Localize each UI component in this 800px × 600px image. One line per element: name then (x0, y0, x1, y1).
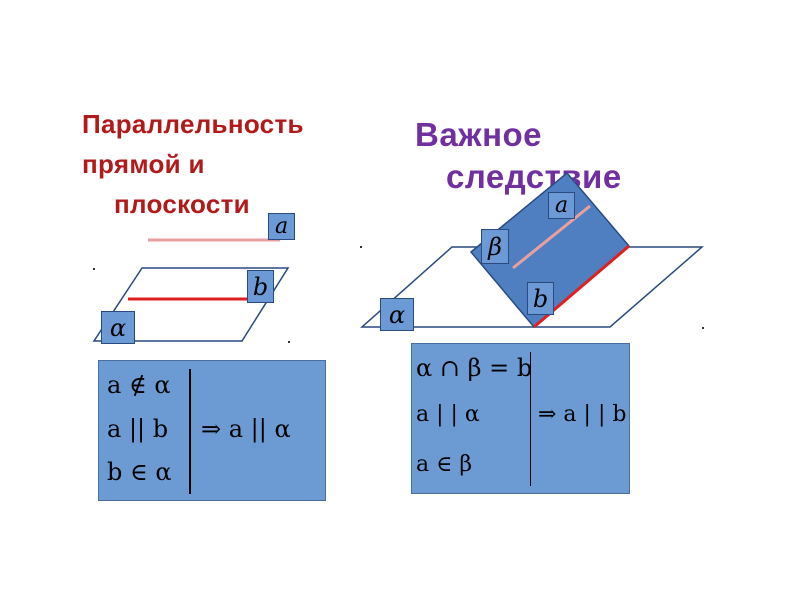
formula-box-left: a ∉ α a || b b ∈ α ⇒ a || α (98, 360, 326, 501)
label-alpha-right: α (380, 298, 414, 331)
formula-left-cond2: a || b (107, 415, 169, 443)
formula-right-cond3: a ∈ β (416, 452, 473, 477)
formula-right-divider (530, 352, 531, 486)
formula-box-right: α ∩ β = b a | | α a ∈ β ⇒ a | | b (411, 343, 630, 494)
left-title-line1: Параллельность (82, 109, 304, 139)
formula-right-cond2: a | | α (416, 402, 480, 427)
dot-marker (288, 341, 290, 343)
right-title: Важное следствие (415, 114, 622, 198)
dot-marker (360, 246, 362, 248)
left-title-line3: плоскости (114, 189, 250, 219)
right-line-a (512, 204, 591, 270)
formula-left-result: ⇒ a || α (201, 415, 291, 443)
formula-left-cond1: a ∉ α (107, 371, 171, 399)
dot-marker (702, 327, 704, 329)
formula-right-result: ⇒ a | | b (538, 402, 627, 427)
formula-left-cond3: b ∈ α (107, 458, 172, 486)
left-title: Параллельность прямой и плоскости (82, 104, 304, 224)
formula-right-cond1: α ∩ β = b (416, 354, 533, 382)
label-b-left: b (247, 270, 274, 303)
right-title-line1: Важное (415, 116, 543, 153)
label-beta-right: β (481, 229, 509, 264)
label-alpha-left: α (101, 311, 135, 344)
dot-marker (93, 268, 95, 270)
label-a-left: a (268, 213, 295, 240)
label-b-right: b (527, 282, 554, 315)
right-title-line2: следствие (446, 158, 622, 195)
formula-left-divider (189, 369, 191, 494)
left-title-line2: прямой и (82, 149, 205, 179)
label-a-right: a (548, 192, 575, 219)
